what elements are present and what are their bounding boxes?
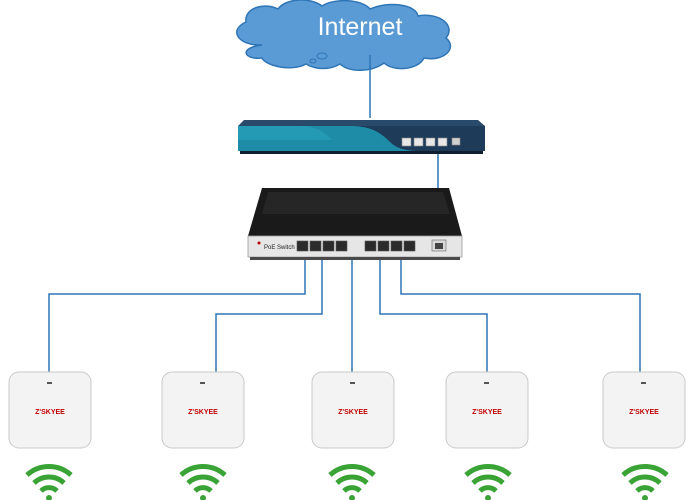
poe-switch-icon: PoE Switch (247, 188, 463, 260)
wifi-arc (25, 464, 73, 477)
access-point-icon (602, 371, 686, 449)
wifi-arc (186, 474, 220, 485)
router-port (413, 137, 424, 147)
router-icon (238, 120, 485, 154)
wifi-arc (32, 474, 66, 485)
switch-port (377, 240, 390, 252)
ap-status-led (200, 382, 205, 384)
wifi-dot (200, 495, 206, 500)
wifi-arc (478, 485, 498, 493)
ap-brand: Z'SKYEE (188, 409, 218, 416)
ap-status-led (47, 382, 52, 384)
switch-top-sheen (262, 192, 450, 214)
wifi-dot (46, 495, 52, 500)
wifi-signal-icon (328, 464, 376, 500)
wifi-dot (642, 495, 648, 500)
link-switch-ap2 (215, 255, 323, 373)
router-bottom (240, 151, 483, 154)
access-point: Z'SKYEE (445, 371, 529, 449)
switch-port (335, 240, 348, 252)
wifi-arc (635, 485, 655, 493)
access-point-icon (311, 371, 395, 449)
cloud-puff-large (316, 52, 328, 60)
switch-port (403, 240, 416, 252)
ap-status-led (641, 382, 646, 384)
ap-status-led (350, 382, 355, 384)
switch-ports (296, 240, 416, 252)
access-point: Z'SKYEE (8, 371, 92, 449)
switch-port (390, 240, 403, 252)
wifi-arc (621, 464, 669, 477)
router-port (425, 137, 436, 147)
switch-port (364, 240, 377, 252)
switch-port (296, 240, 309, 252)
switch-port (322, 240, 335, 252)
wifi-arc (471, 474, 505, 485)
wifi-arc (193, 485, 213, 493)
ap-brand: Z'SKYEE (629, 409, 659, 416)
access-point-icon (445, 371, 529, 449)
ap-brand: Z'SKYEE (338, 409, 368, 416)
switch-label: PoE Switch (264, 245, 295, 251)
links (48, 55, 641, 373)
ap-brand: Z'SKYEE (35, 409, 65, 416)
access-point-icon (8, 371, 92, 449)
link-switch-ap1 (48, 255, 306, 373)
access-point: Z'SKYEE (602, 371, 686, 449)
access-point: Z'SKYEE (161, 371, 245, 449)
wifi-dot (349, 495, 355, 500)
ap-brand: Z'SKYEE (472, 409, 502, 416)
wifi-signal-icon (179, 464, 227, 500)
wifi-signal-icon (464, 464, 512, 500)
link-switch-ap5 (400, 255, 641, 373)
switch-port (309, 240, 322, 252)
internet-cloud: Internet (236, 0, 452, 71)
wifi-arc (39, 485, 59, 493)
router-accent-highlight (238, 126, 332, 140)
wifi-arc (628, 474, 662, 485)
wifi-signal-icon (621, 464, 669, 500)
wifi-dot (485, 495, 491, 500)
router-ports (401, 137, 461, 147)
wifi-arc (342, 485, 362, 493)
access-point-icon (161, 371, 245, 449)
cloud-label: Internet (318, 13, 403, 41)
power-led (257, 241, 261, 245)
router-port (437, 137, 448, 147)
router-port-uplink (451, 137, 461, 146)
access-point: Z'SKYEE (311, 371, 395, 449)
wifi-arc (328, 464, 376, 477)
link-switch-ap4 (379, 255, 488, 373)
wifi-arc (335, 474, 369, 485)
wifi-signal-icon (25, 464, 73, 500)
router-top (238, 120, 485, 126)
cloud-puff-small (309, 58, 317, 64)
switch-uplink-jack (435, 243, 443, 249)
wifi-arc (464, 464, 512, 477)
router-port (401, 137, 412, 147)
cloud-icon (236, 0, 452, 71)
wifi-arc (179, 464, 227, 477)
ap-status-led (484, 382, 489, 384)
switch-base (250, 257, 460, 260)
